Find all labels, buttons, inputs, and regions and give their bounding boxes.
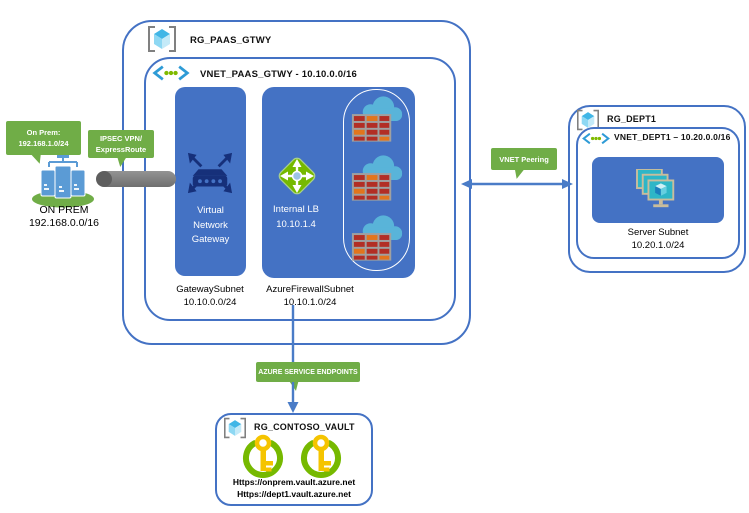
azure-firewall-icon [348,152,405,204]
vnet-dept1-title: VNET_DEPT1 – 10.20.0.0/16 [614,132,731,142]
virtual-network-gateway-label: Virtual Network Gateway [191,205,230,246]
azure-firewall-icon [348,93,405,145]
server-subnet-caption: Server Subnet 10.20.1.0/24 [627,227,689,251]
on-prem-callout: On Prem: 192.168.1.0/24 [6,121,81,155]
resource-group-icon [222,417,248,439]
vnet-icon [581,131,611,146]
virtual-machine-icon [635,169,681,211]
gateway-subnet-caption: GatewaySubnet 10.10.0.0/24 [176,284,244,308]
ipsec-vpn-callout: IPSEC VPN/ ExpressRoute [88,130,154,158]
firewall-cluster-frame [343,89,410,271]
vnet-peering-arrow [460,177,574,191]
internal-lb-label: Internal LB 10.10.1.4 [273,204,319,230]
rg-paas-gtwy-title: RG_PAAS_GTWY [190,35,272,46]
azure-firewall-icon [348,212,405,264]
key-vault-icon [297,431,345,479]
vnet-icon [151,63,191,83]
rg-contoso-vault-box [215,413,373,506]
vnet-paas-gtwy-title: VNET_PAAS_GTWY - 10.10.0.0/16 [200,69,357,80]
rg-dept1-title: RG_DEPT1 [607,114,657,124]
resource-group-icon [146,25,178,53]
rg-contoso-vault-title: RG_CONTOSO_VAULT [254,422,355,432]
vpn-pipe [98,171,176,187]
vnet-peering-callout: VNET Peering [491,148,557,170]
on-prem-servers-icon [30,150,96,208]
virtual-network-gateway-icon [184,151,236,197]
key-vault-icon [239,431,287,479]
load-balancer-icon [273,152,321,200]
vault-urls: Https://onprem.vault.azure.net Https://d… [232,477,356,499]
service-endpoints-arrow [284,305,302,415]
vpn-pipe-cap [96,171,112,187]
on-prem-label: ON PREM 192.168.0.0/16 [28,204,100,230]
service-endpoints-callout: AZURE SERVICE ENDPOINTS [256,362,360,382]
firewall-subnet-caption: AzureFirewallSubnet 10.10.1.0/24 [266,284,354,308]
